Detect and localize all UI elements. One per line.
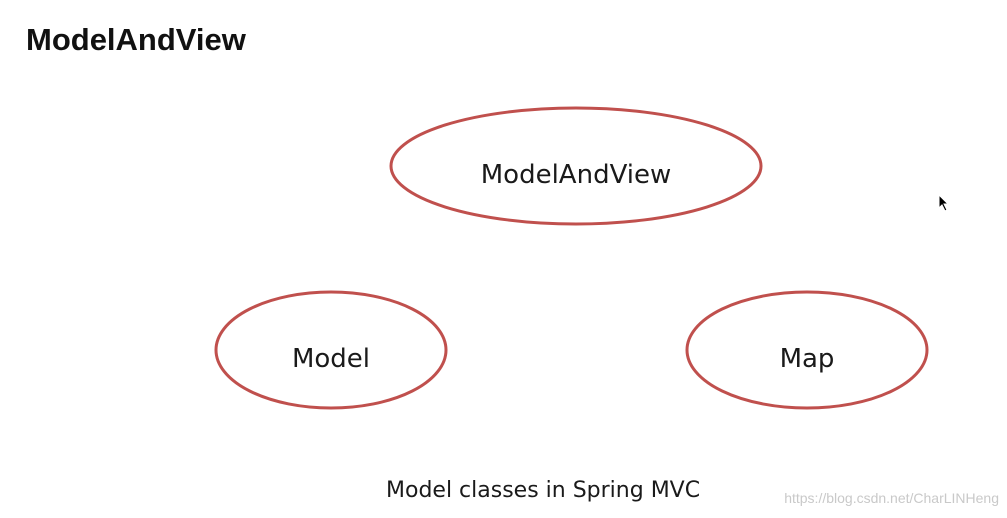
page-title: ModelAndView	[26, 22, 246, 57]
node-model-label: Model	[292, 344, 370, 374]
diagram-caption: Model classes in Spring MVC	[386, 478, 701, 503]
node-model-ellipse	[214, 290, 448, 410]
node-modelandview-label: ModelAndView	[481, 160, 672, 190]
node-modelandview-ellipse	[389, 106, 763, 226]
node-model: Model	[214, 290, 448, 410]
node-map-label: Map	[780, 344, 835, 374]
mouse-pointer-icon	[938, 194, 950, 212]
watermark-text: https://blog.csdn.net/CharLINHeng	[784, 490, 999, 506]
node-modelandview: ModelAndView	[389, 106, 763, 226]
node-map: Map	[685, 290, 929, 410]
node-map-ellipse	[685, 290, 929, 410]
